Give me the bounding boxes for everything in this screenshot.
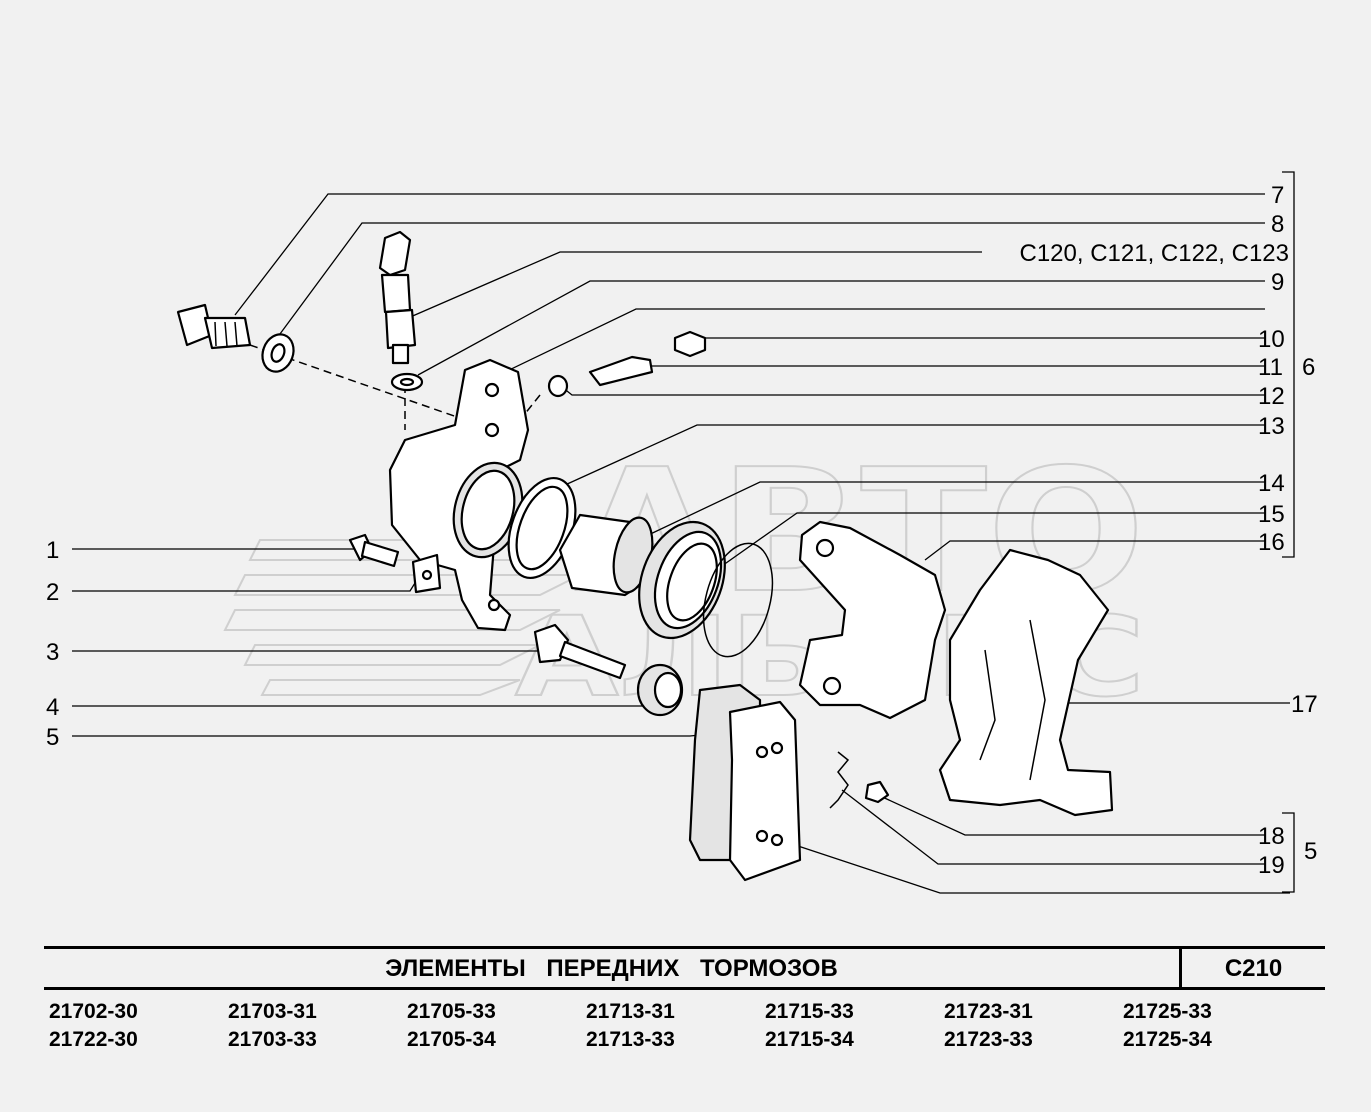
callout-10: 10 xyxy=(1258,326,1285,353)
model-code: 21713-33 xyxy=(586,1028,675,1051)
callout-18: 18 xyxy=(1258,823,1285,850)
callout-5: 5 xyxy=(46,724,59,751)
page-title: ЭЛЕМЕНТЫ ПЕРЕДНИХ ТОРМОЗОВ xyxy=(385,955,838,982)
callout-15: 15 xyxy=(1258,501,1285,528)
callout-labels: 7 8 C120, C121, C122, C123 9 10 11 6 12 … xyxy=(46,182,1318,879)
model-code: 21723-33 xyxy=(944,1028,1033,1051)
callout-4: 4 xyxy=(46,694,59,721)
part-guide-bracket-16 xyxy=(798,520,947,720)
model-code: 21722-30 xyxy=(49,1028,138,1051)
callout-14: 14 xyxy=(1258,470,1285,497)
part-spring-clip-19 xyxy=(829,751,850,809)
part-boot-4 xyxy=(636,663,684,717)
part-seal-ring-13 xyxy=(507,476,577,580)
model-code: 21713-31 xyxy=(586,1000,675,1023)
part-caliper-housing xyxy=(388,358,530,632)
model-code: 21723-31 xyxy=(944,1000,1033,1023)
model-list: 21702-30 21722-30 21703-31 21703-33 2170… xyxy=(49,1000,1329,1060)
callout-3: 3 xyxy=(46,639,59,666)
callout-11: 11 xyxy=(1258,354,1283,381)
part-brake-pads xyxy=(688,683,802,882)
model-code: 21725-33 xyxy=(1123,1000,1212,1023)
callout-13: 13 xyxy=(1258,413,1285,440)
callout-7: 7 xyxy=(1271,182,1284,209)
model-code: 21702-30 xyxy=(49,1000,138,1023)
part-guide-pin-3 xyxy=(533,623,627,680)
part-pin-18 xyxy=(864,780,890,804)
title-block: ЭЛЕМЕНТЫ ПЕРЕДНИХ ТОРМОЗОВ C210 xyxy=(44,946,1325,990)
part-hose-fitting xyxy=(378,230,417,365)
model-code: 21703-31 xyxy=(228,1000,317,1023)
callout-ref: C120, C121, C122, C123 xyxy=(1019,240,1289,267)
model-code: 21715-34 xyxy=(765,1028,854,1051)
part-mounting-bracket-17 xyxy=(938,548,1114,817)
part-bleeder-valve-11 xyxy=(588,355,654,387)
callout-12: 12 xyxy=(1258,383,1285,410)
part-bleeder-bolt-7 xyxy=(176,303,252,350)
callout-6: 6 xyxy=(1302,354,1315,381)
part-bleeder-cap-10 xyxy=(673,330,707,358)
callout-5-right: 5 xyxy=(1304,838,1317,865)
callout-17: 17 xyxy=(1291,691,1318,718)
callout-8: 8 xyxy=(1271,211,1284,238)
part-bolt-1 xyxy=(348,533,400,568)
model-code: 21705-33 xyxy=(407,1000,496,1023)
callout-19: 19 xyxy=(1258,852,1285,879)
callout-1: 1 xyxy=(46,537,59,564)
model-code: 21705-34 xyxy=(407,1028,496,1051)
part-retaining-ring-15 xyxy=(702,542,774,658)
part-cap-12 xyxy=(547,374,569,398)
part-piston xyxy=(558,513,654,597)
callout-9: 9 xyxy=(1271,269,1284,296)
part-washer-8 xyxy=(261,333,295,373)
callout-16: 16 xyxy=(1258,529,1285,556)
model-code: 21715-33 xyxy=(765,1000,854,1023)
part-washer-9 xyxy=(390,372,424,392)
model-code: 21725-34 xyxy=(1123,1028,1212,1051)
part-plate-2 xyxy=(411,553,442,594)
title-divider xyxy=(1179,949,1182,987)
page-code: C210 xyxy=(1224,955,1283,982)
model-code: 21703-33 xyxy=(228,1028,317,1051)
callout-2: 2 xyxy=(46,579,59,606)
